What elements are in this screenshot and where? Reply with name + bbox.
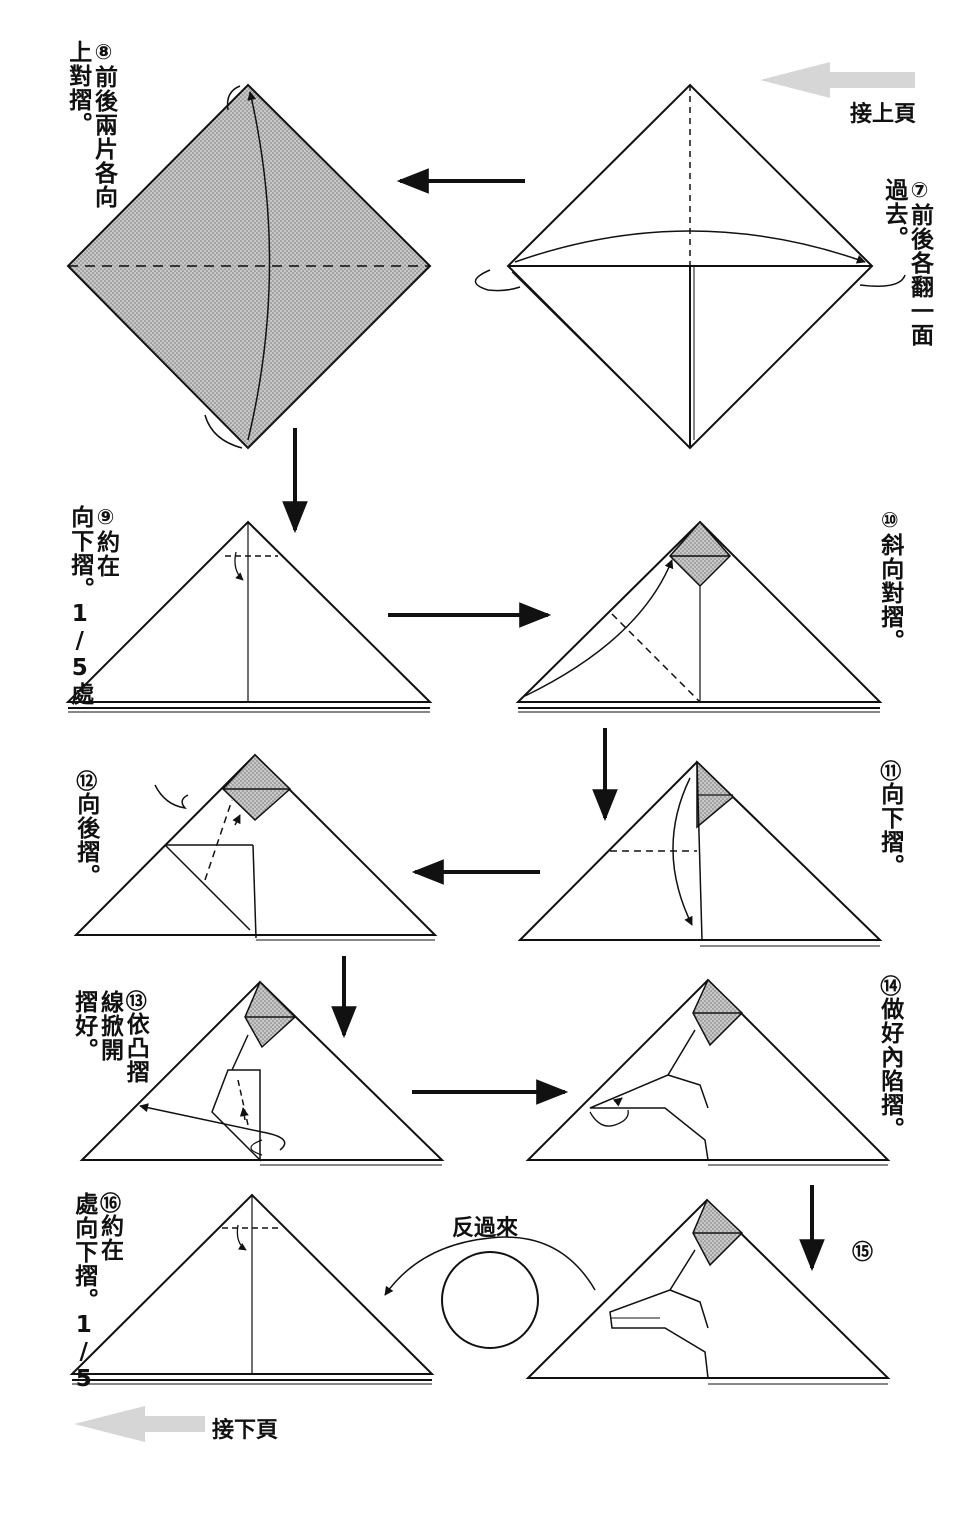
step13-figure	[79, 980, 445, 1166]
step15-figure	[525, 1198, 891, 1385]
step9-number: ⑨	[93, 505, 118, 530]
step13-number: ⑬	[123, 990, 148, 1012]
step14-caption: ⑭做好內陷摺。	[876, 975, 903, 1141]
step8-number: ⑧	[91, 40, 116, 65]
step8-caption: ⑧前後兩片各向 上對摺。	[64, 40, 117, 209]
step16-caption: ⑯約在 處向下摺。1/5	[70, 1192, 123, 1393]
step12-text: 向後摺。	[72, 792, 99, 888]
step16-text: 約在 處向下摺。	[70, 1192, 123, 1312]
continue-next-arrow	[74, 1406, 205, 1442]
step16-fraction: 1/5	[70, 1312, 97, 1393]
step9-text: 約在 向下摺。	[66, 505, 119, 601]
step7-number: ⑦	[907, 178, 932, 203]
step15-number: ⑮	[852, 1240, 873, 1264]
step12-caption: ⑫向後摺。	[72, 770, 99, 888]
step14-text: 做好內陷摺。	[876, 997, 903, 1141]
step13-text: 依凸摺 線掀開 摺好。	[70, 990, 149, 1084]
step8-figure	[66, 83, 432, 450]
step11-caption: ⑪向下摺。	[876, 760, 903, 878]
continue-from-label: 接上頁	[850, 102, 917, 127]
continue-next-label: 接下頁	[212, 1418, 279, 1443]
step9-fraction: 1/5	[66, 601, 93, 682]
step7-figure	[474, 83, 906, 450]
step16-number: ⑯	[97, 1192, 122, 1214]
step16-figure	[69, 1193, 435, 1385]
step9-caption: ⑨約在 向下摺。1/5處	[66, 505, 119, 706]
step14-figure	[525, 978, 891, 1166]
step14-number: ⑭	[877, 975, 902, 997]
step10-figure	[515, 520, 883, 713]
continue-from-arrow	[760, 62, 915, 98]
step9-figure	[65, 520, 433, 713]
step7-text: 前後各翻一面 過去。	[880, 178, 933, 347]
step7-caption: ⑦前後各翻一面 過去。	[880, 178, 933, 347]
step12-number: ⑫	[73, 770, 98, 792]
turn-over-symbol	[384, 1236, 596, 1349]
step11-text: 向下摺。	[876, 782, 903, 878]
step10-text: 斜向對摺。	[876, 533, 903, 653]
step9-suffix: 處	[66, 682, 93, 706]
step10-number: ⑩	[877, 508, 902, 533]
step12-figure	[73, 753, 438, 941]
step13-caption: ⑬依凸摺 線掀開 摺好。	[70, 990, 149, 1084]
step11-number: ⑪	[877, 760, 902, 782]
step10-caption: ⑩斜向對摺。	[876, 508, 903, 653]
step11-figure	[517, 760, 883, 947]
turn-over-label: 反過來	[452, 1216, 519, 1241]
step8-text: 前後兩片各向 上對摺。	[64, 40, 117, 209]
